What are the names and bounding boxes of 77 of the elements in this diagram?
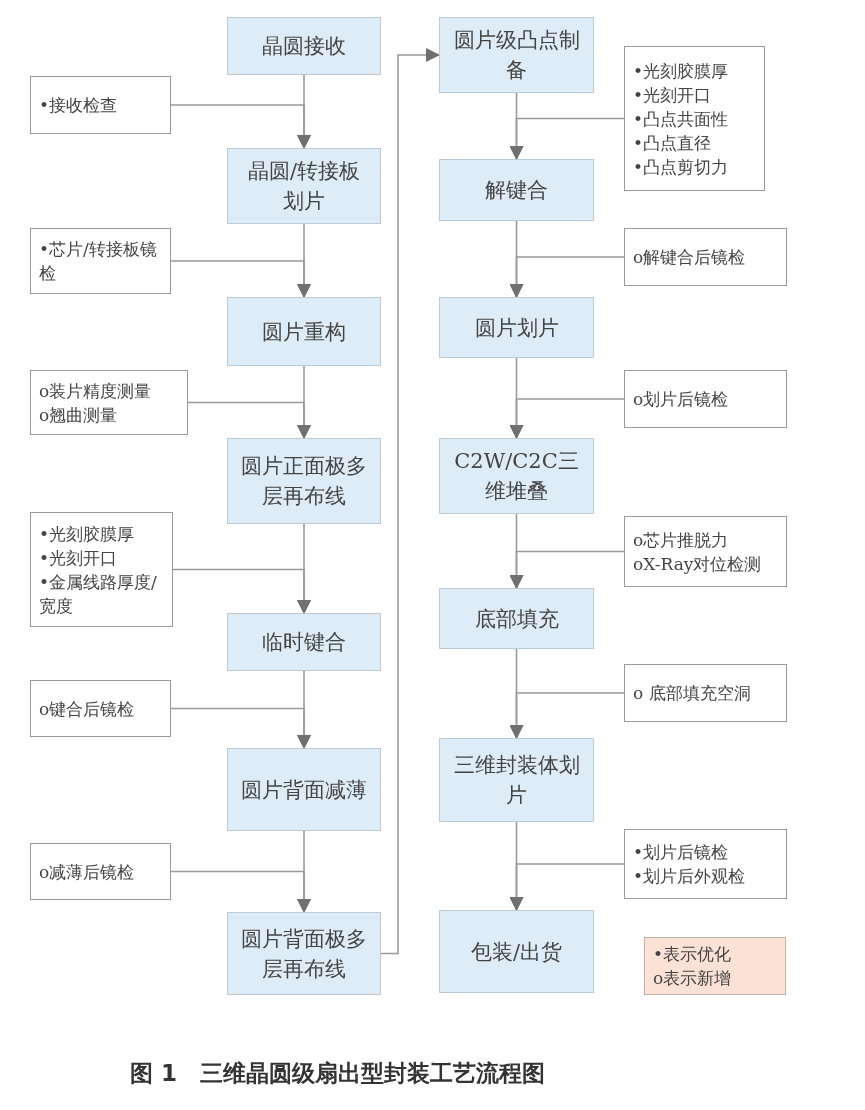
check-item: •划片后外观检 bbox=[633, 865, 747, 888]
check-item: o翘曲测量 bbox=[39, 403, 119, 427]
process-box bbox=[227, 613, 381, 671]
process-box bbox=[439, 17, 594, 93]
check-box bbox=[624, 228, 787, 286]
process-box bbox=[227, 912, 381, 995]
check-item: •划片后镜检 bbox=[633, 841, 730, 864]
legend-item: •表示优化 bbox=[653, 943, 733, 966]
check-item: •凸点共面性 bbox=[633, 107, 730, 131]
check-item: •光刻开口 bbox=[633, 83, 713, 107]
check-item: o键合后镜检 bbox=[39, 697, 136, 721]
check-item: o减薄后镜检 bbox=[39, 860, 136, 884]
step-label: 圆片划片 bbox=[474, 314, 559, 342]
arrow bbox=[509, 117, 625, 160]
arrow bbox=[170, 104, 311, 149]
arrow bbox=[509, 692, 625, 739]
arrow bbox=[509, 550, 625, 589]
check-item: o芯片推脱力 bbox=[633, 528, 730, 552]
step-label: 晶圆接收 bbox=[262, 33, 346, 60]
process-box bbox=[439, 438, 594, 514]
step-label: 圆片背面减薄 bbox=[241, 776, 367, 804]
step-label: 圆片正面极多层再布线 bbox=[240, 453, 368, 510]
step-label: 晶圆/转接板划片 bbox=[246, 158, 362, 215]
check-box bbox=[30, 370, 188, 435]
arrow bbox=[170, 707, 311, 749]
process-box bbox=[227, 297, 381, 366]
legend-item: o表示新增 bbox=[653, 967, 733, 990]
check-box bbox=[30, 843, 171, 900]
arrow bbox=[170, 260, 311, 298]
check-box bbox=[624, 46, 765, 191]
check-item: •光刻开口 bbox=[39, 546, 119, 570]
check-box bbox=[30, 228, 171, 294]
check-item: oX-Ray对位检测 bbox=[633, 552, 763, 576]
check-box bbox=[30, 680, 171, 737]
check-item: •金属线路厚度/宽度 bbox=[39, 570, 158, 618]
check-item: •光刻胶膜厚 bbox=[39, 522, 136, 546]
figure-caption: 图 1 三维晶圆级扇出型封装工艺流程图 bbox=[130, 1059, 545, 1088]
arrow bbox=[509, 256, 625, 298]
check-box bbox=[30, 76, 171, 134]
process-box bbox=[439, 159, 594, 221]
step-label: C2W/C2C三维堆叠 bbox=[453, 448, 580, 505]
process-box bbox=[227, 438, 381, 524]
check-box bbox=[30, 512, 173, 627]
process-box bbox=[439, 297, 594, 358]
check-item: o划片后镜检 bbox=[633, 388, 730, 411]
step-label: 三维封装体划片 bbox=[452, 752, 581, 809]
process-box bbox=[227, 17, 381, 75]
check-item: o解键合后镜检 bbox=[633, 246, 747, 269]
check-item: o 底部填充空洞 bbox=[633, 682, 752, 705]
step-label: 圆片重构 bbox=[262, 318, 346, 346]
arrow bbox=[380, 48, 440, 955]
arrow bbox=[172, 568, 311, 614]
step-label: 包装/出货 bbox=[470, 938, 563, 966]
check-item: •凸点直径 bbox=[633, 131, 713, 155]
check-box bbox=[624, 516, 787, 587]
step-label: 圆片级凸点制备 bbox=[452, 27, 581, 84]
check-box bbox=[624, 370, 787, 428]
arrow bbox=[509, 398, 625, 439]
check-item: •凸点剪切力 bbox=[633, 155, 730, 179]
arrow bbox=[509, 863, 625, 911]
arrow bbox=[170, 870, 311, 913]
check-item: •光刻胶膜厚 bbox=[633, 59, 730, 83]
process-box bbox=[227, 148, 381, 224]
process-box bbox=[439, 910, 594, 993]
check-box bbox=[624, 829, 787, 899]
step-label: 解键合 bbox=[485, 177, 548, 204]
check-box bbox=[624, 664, 787, 722]
arrow bbox=[187, 401, 311, 439]
process-box bbox=[439, 738, 594, 822]
step-label: 底部填充 bbox=[474, 605, 559, 633]
step-label: 圆片背面极多层再布线 bbox=[240, 925, 368, 983]
process-box bbox=[227, 748, 381, 831]
step-label: 临时键合 bbox=[262, 629, 346, 656]
check-item: o装片精度测量 bbox=[39, 379, 153, 403]
check-item: •接收检查 bbox=[39, 94, 119, 117]
check-item: •芯片/转接板镜检 bbox=[39, 238, 158, 285]
process-box bbox=[439, 588, 594, 649]
